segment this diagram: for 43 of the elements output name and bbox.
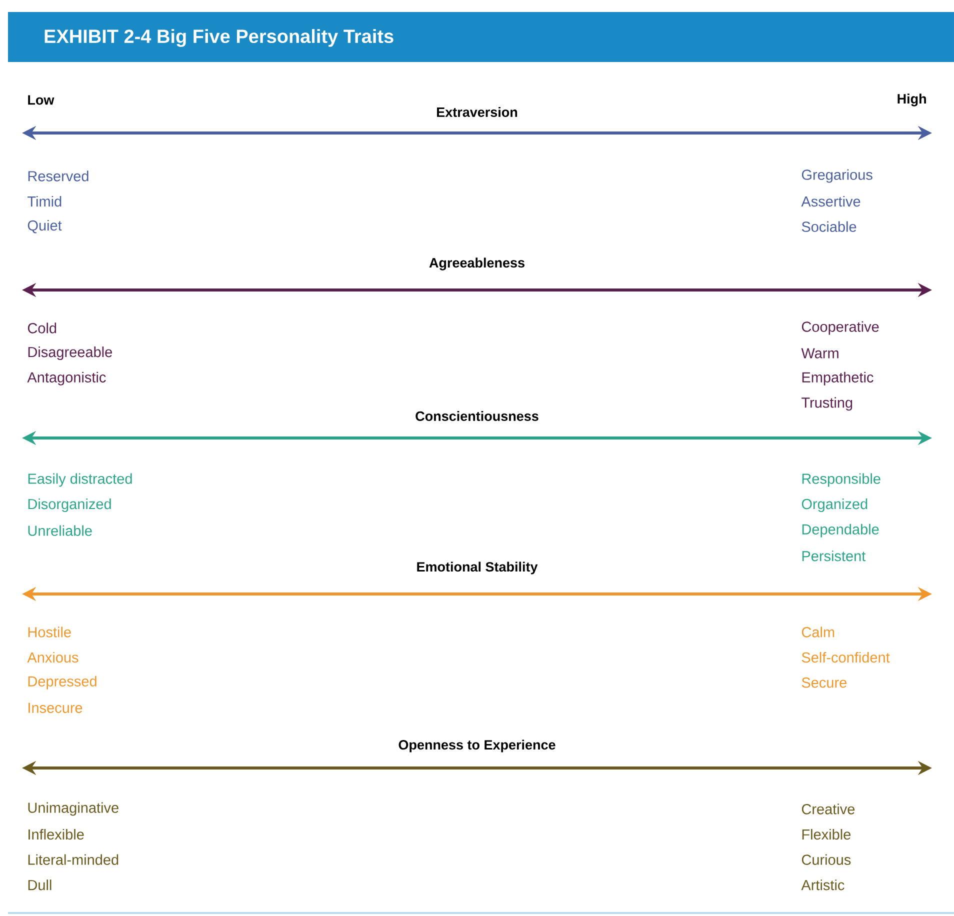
trait-name: Agreeableness	[429, 258, 524, 270]
trait-word: Organized	[802, 498, 868, 512]
trait-word: Depressed	[28, 676, 96, 690]
trait-word: Literal-minded	[28, 854, 118, 865]
trait-word: Calm	[802, 626, 834, 638]
trait-word: Curious	[802, 854, 851, 865]
trait-word: Creative	[802, 804, 855, 814]
trait-word: Assertive	[801, 196, 860, 207]
trait-word: Empathetic	[802, 372, 874, 386]
trait-word: Timid	[28, 196, 62, 207]
trait-word: Reserved	[28, 170, 88, 182]
trait-word: Unimaginative	[28, 802, 118, 816]
trait-word: Responsible	[802, 473, 880, 487]
trait-word: Gregarious	[802, 169, 872, 183]
trait-word: Disorganized	[28, 498, 111, 512]
trait-word: Secure	[802, 677, 846, 688]
trait-word: Dependable	[802, 524, 879, 538]
trait-word: Insecure	[28, 702, 82, 713]
trait-word: Easily distracted	[28, 473, 132, 487]
trait-name: Emotional Stability	[417, 562, 538, 574]
trait-word: Artistic	[801, 880, 844, 890]
trait-word: Cold	[28, 322, 56, 334]
trait-word: Cooperative	[802, 321, 879, 335]
trait-name: Openness to Experience	[398, 740, 556, 752]
scale-end-label: High	[898, 94, 926, 106]
title-bar: EXHIBIT 2-4 Big Five Personality Traits	[8, 12, 954, 62]
trait-word: Anxious	[27, 652, 78, 663]
trait-word: Warm	[801, 348, 838, 358]
trait-word: Inflexible	[28, 828, 84, 840]
trait-word: Antagonistic	[27, 372, 106, 386]
trait-word: Unreliable	[28, 525, 92, 536]
trait-word: Hostile	[28, 626, 71, 638]
scale-end-label: Low	[28, 95, 54, 105]
trait-word: Disagreeable	[28, 346, 112, 360]
trait-word: Dull	[28, 880, 52, 890]
trait-word: Self-confident	[802, 652, 890, 663]
trait-word: Flexible	[802, 828, 850, 840]
trait-word: Sociable	[802, 221, 856, 232]
trait-word: Quiet	[28, 220, 62, 234]
trait-word: Persistent	[802, 550, 866, 562]
trait-name: Extraversion	[437, 107, 518, 117]
trait-name: Conscientiousness	[416, 411, 538, 421]
trait-word: Trusting	[802, 397, 852, 411]
